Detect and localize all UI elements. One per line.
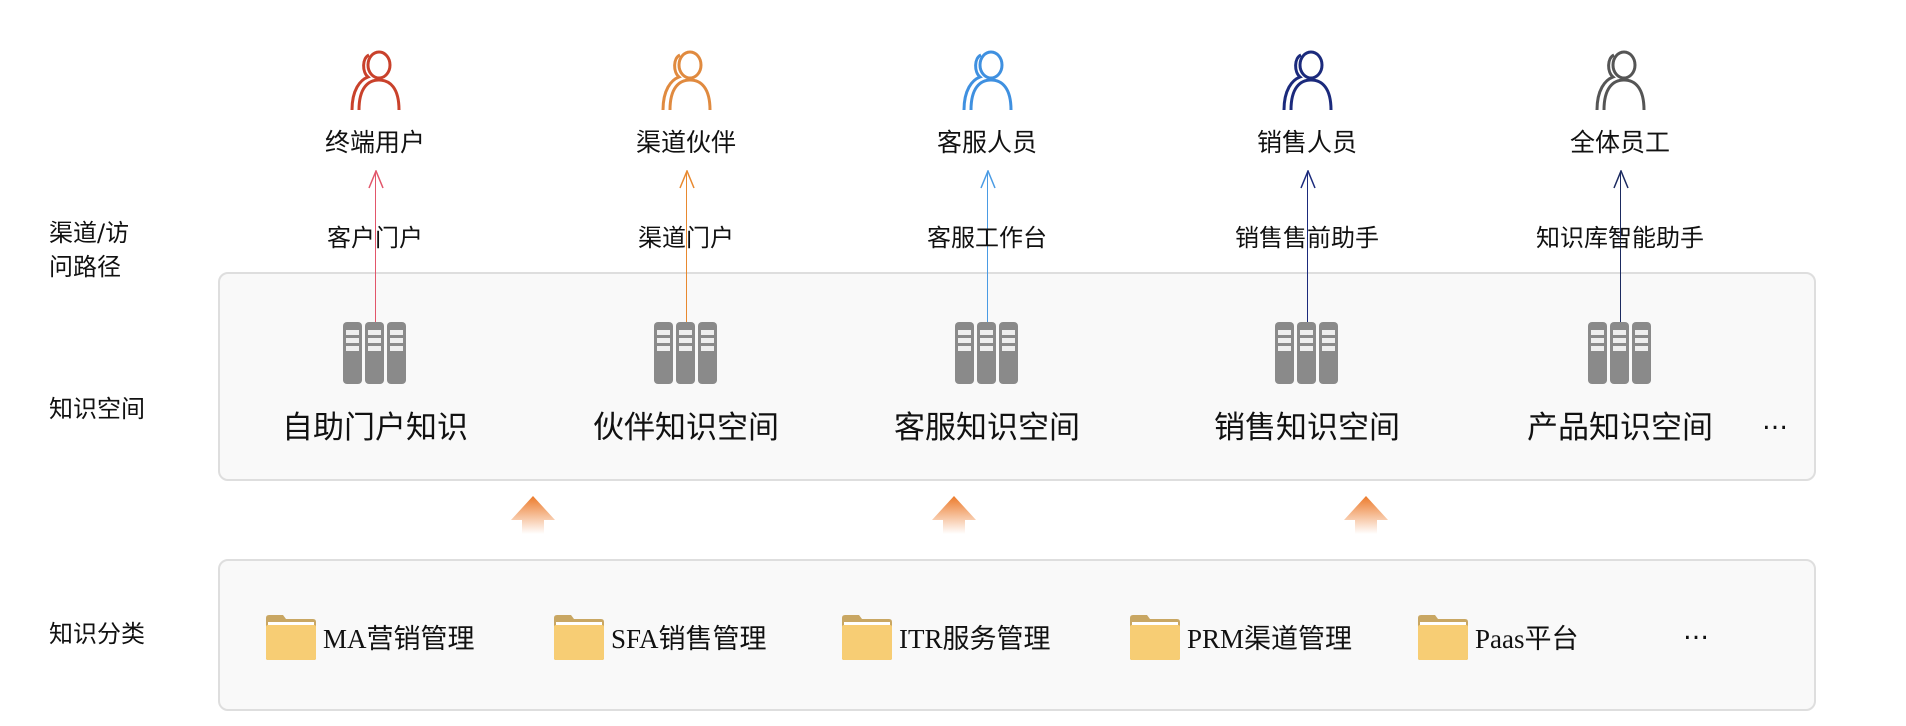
row-label-channel-line2: 问路径 bbox=[49, 253, 121, 281]
channel-label: 知识库智能助手 bbox=[1536, 224, 1704, 252]
category-folder[interactable]: ITR服务管理 bbox=[841, 610, 1051, 662]
category-more: … bbox=[1683, 616, 1709, 646]
user-type-label: 全体员工 bbox=[1569, 128, 1670, 157]
server-icon bbox=[343, 322, 407, 384]
access-arrow bbox=[679, 170, 695, 358]
category-folder[interactable]: MA营销管理 bbox=[265, 610, 475, 662]
access-arrow bbox=[368, 170, 384, 358]
access-arrow bbox=[1613, 170, 1629, 358]
up-arrow-icon bbox=[1341, 494, 1391, 534]
category-label: PRM渠道管理 bbox=[1187, 623, 1353, 654]
up-arrow-icon bbox=[929, 494, 979, 534]
folder-icon bbox=[1130, 615, 1180, 660]
knowledge-space-item[interactable]: 自助门户知识 bbox=[282, 410, 468, 446]
category-label: Paas平台 bbox=[1475, 623, 1579, 654]
user-group-icon bbox=[1272, 50, 1342, 111]
user-group-icon bbox=[1585, 50, 1655, 111]
knowledge-space-item[interactable]: 伙伴知识空间 bbox=[593, 410, 779, 446]
row-label-channel-line1: 渠道/访 bbox=[49, 219, 130, 247]
user-group-icon bbox=[340, 50, 410, 111]
channel-label: 客户门户 bbox=[327, 224, 423, 252]
folder-icon bbox=[842, 615, 892, 660]
user-type-label: 终端用户 bbox=[324, 128, 425, 157]
user-group-icon bbox=[651, 50, 721, 111]
server-icon bbox=[1275, 322, 1339, 384]
knowledge-category-panel bbox=[218, 559, 1816, 711]
user-type-label: 客服人员 bbox=[936, 128, 1037, 157]
server-icon bbox=[654, 322, 718, 384]
channel-label: 渠道门户 bbox=[638, 224, 734, 252]
knowledge-space-item[interactable]: 产品知识空间 bbox=[1527, 410, 1713, 446]
user-type-label: 销售人员 bbox=[1256, 128, 1357, 157]
category-label: MA营销管理 bbox=[323, 623, 475, 654]
folder-icon bbox=[554, 615, 604, 660]
category-folder[interactable]: Paas平台 bbox=[1417, 610, 1579, 662]
space-more: … bbox=[1762, 406, 1788, 436]
row-label-category: 知识分类 bbox=[49, 620, 145, 648]
access-arrow bbox=[980, 170, 996, 358]
knowledge-space-item[interactable]: 客服知识空间 bbox=[894, 410, 1080, 446]
row-label-channel: 渠道/访 问路径 bbox=[49, 216, 129, 284]
folder-icon bbox=[1418, 615, 1468, 660]
folder-icon bbox=[266, 615, 316, 660]
channel-label: 销售售前助手 bbox=[1235, 224, 1379, 252]
server-icon bbox=[1588, 322, 1652, 384]
up-arrow-icon bbox=[508, 494, 558, 534]
category-label: ITR服务管理 bbox=[899, 623, 1051, 654]
channel-label: 客服工作台 bbox=[927, 224, 1047, 252]
knowledge-space-item[interactable]: 销售知识空间 bbox=[1214, 410, 1400, 446]
row-label-space: 知识空间 bbox=[49, 395, 145, 423]
server-icon bbox=[955, 322, 1019, 384]
category-folder[interactable]: SFA销售管理 bbox=[553, 610, 767, 662]
category-folder[interactable]: PRM渠道管理 bbox=[1129, 610, 1352, 662]
access-arrow bbox=[1300, 170, 1316, 358]
user-type-label: 渠道伙伴 bbox=[635, 128, 736, 157]
category-label: SFA销售管理 bbox=[611, 623, 767, 654]
user-group-icon bbox=[952, 50, 1022, 111]
